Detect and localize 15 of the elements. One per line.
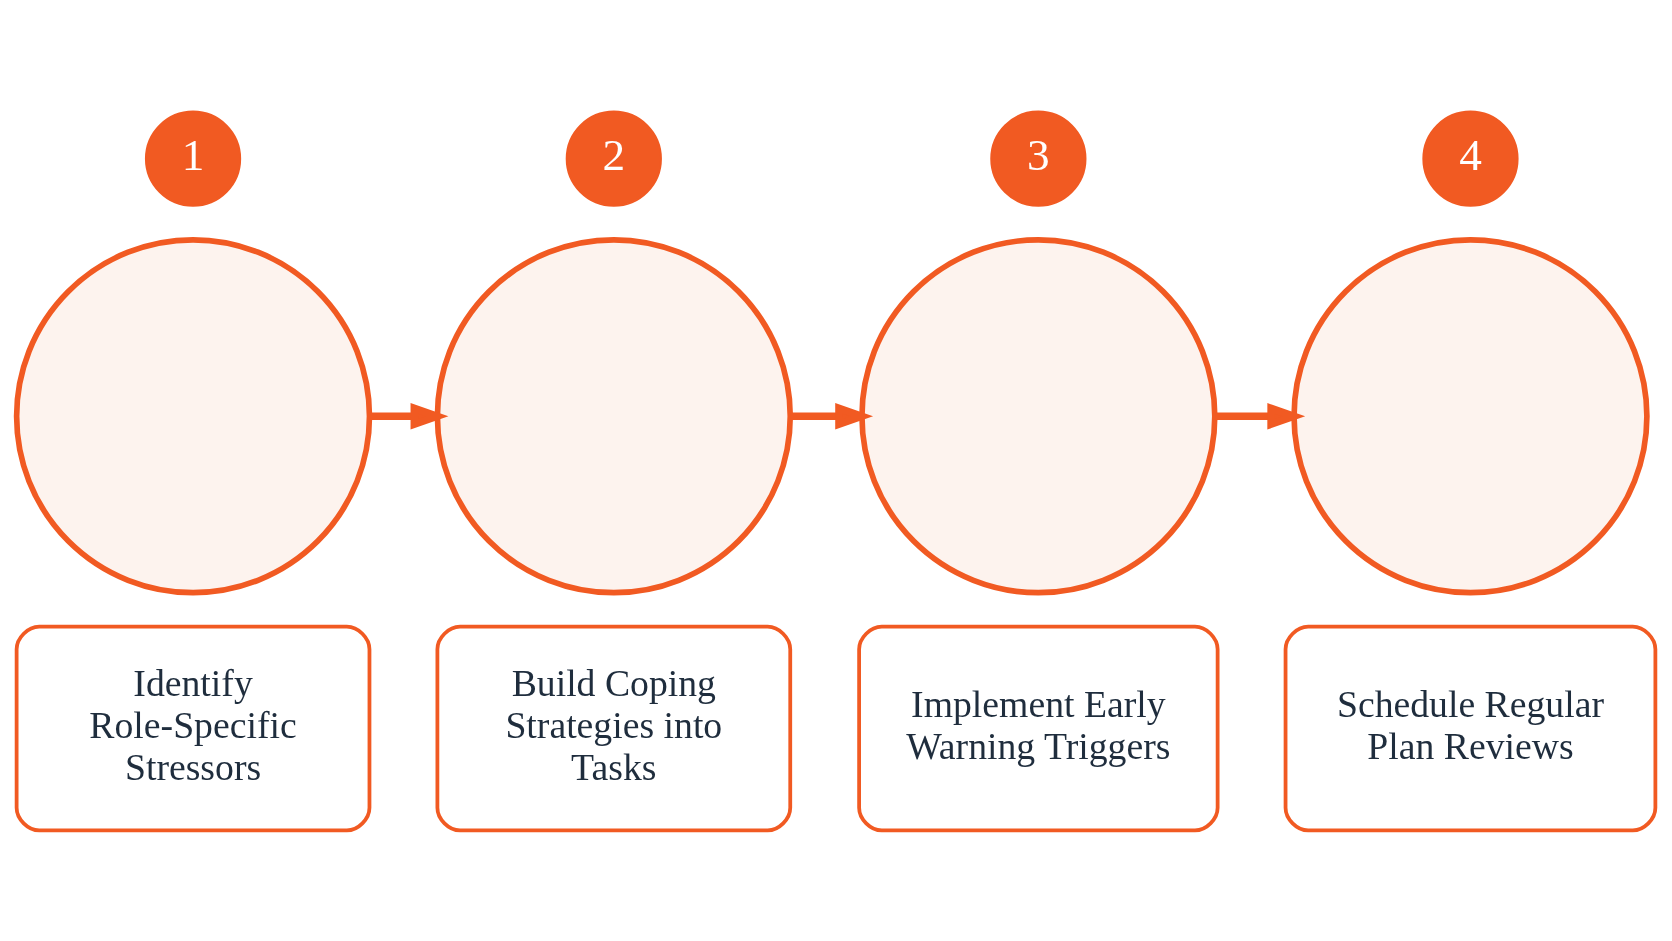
node-box: Identify Role-Specific Stressors: [14, 624, 372, 832]
node-box: Implement Early Warning Triggers: [857, 624, 1220, 832]
node-circle: [1291, 236, 1650, 596]
node-circle: [859, 236, 1218, 596]
arrow: [790, 402, 874, 430]
node-circle: 2: [565, 110, 662, 207]
node-box: Schedule Regular Plan Reviews: [1283, 624, 1658, 832]
node-circle: [434, 236, 794, 596]
node-circle: 4: [1422, 110, 1519, 207]
node-circle: [13, 236, 373, 596]
arrow: [1215, 402, 1306, 430]
arrow: [369, 402, 449, 430]
node-circle: 3: [990, 110, 1087, 207]
node-box: Build Coping Strategies into Tasks: [435, 624, 793, 832]
node-circle: 1: [144, 110, 242, 207]
